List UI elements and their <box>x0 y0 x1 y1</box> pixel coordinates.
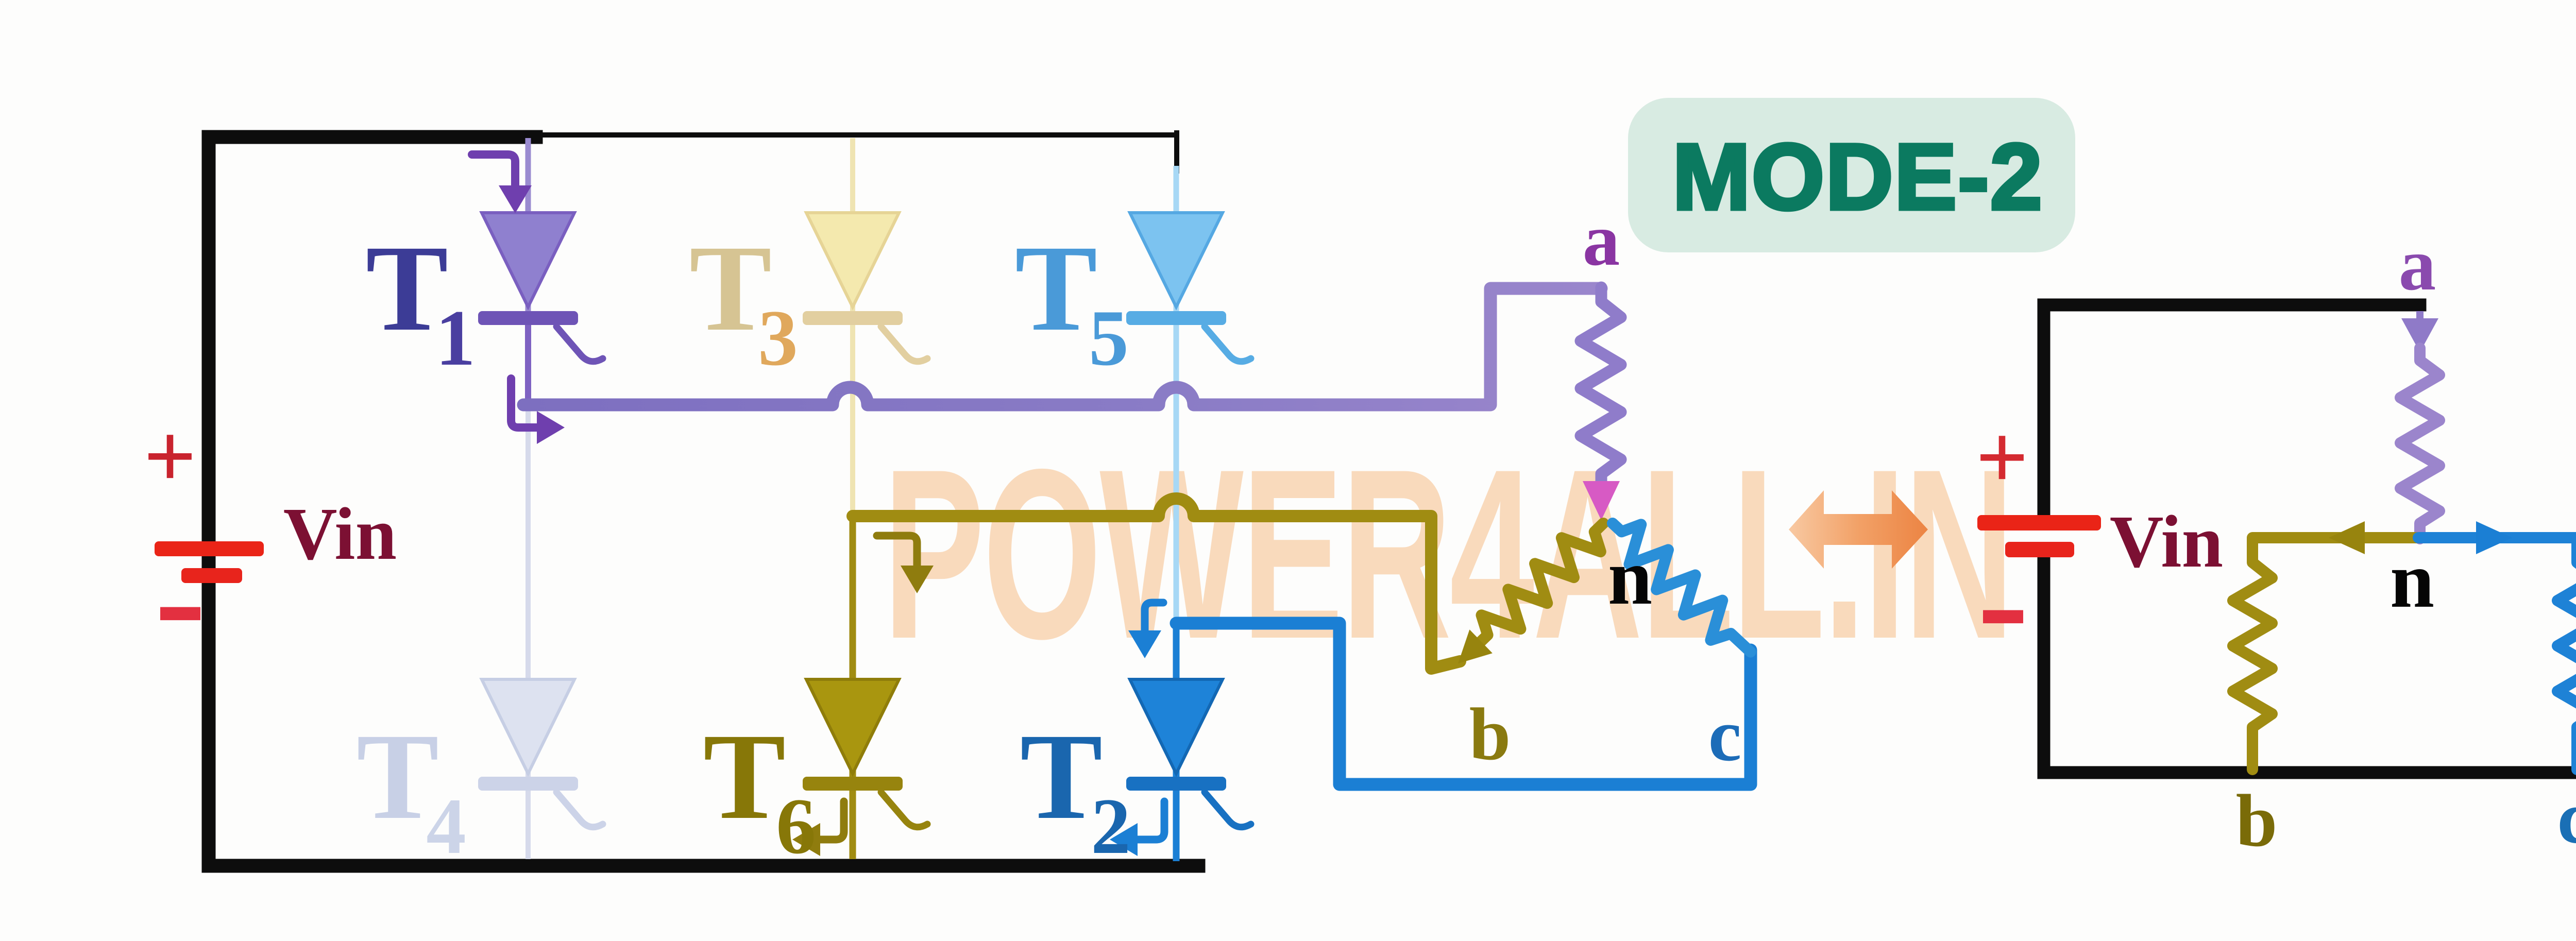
dc-source: + - Vin <box>144 405 397 683</box>
phase-c-wire <box>1170 617 1757 791</box>
battery-plate-long <box>155 541 264 556</box>
t2-label-base: T <box>1020 708 1103 845</box>
t6-label-sub: 6 <box>776 782 816 870</box>
thyristor-t5-symbol <box>1126 211 1255 365</box>
mode-badge: MODE-2 <box>1628 98 2075 252</box>
mode-badge-label: MODE-2 <box>1672 124 2043 229</box>
t5-label: T 5 <box>1015 219 1129 382</box>
t1-gate-pulse-arrow-icon <box>468 150 532 213</box>
t3-label: T 3 <box>689 219 798 382</box>
current-arrow-a-icon <box>1583 481 1620 520</box>
node-n-label: n <box>1608 533 1652 621</box>
equiv-current-arrow-a-icon <box>2401 318 2438 352</box>
dc-rail-frame <box>201 130 1206 873</box>
t5-label-base: T <box>1015 219 1097 356</box>
t3-label-sub: 3 <box>758 294 798 382</box>
t5-gate-hook-icon <box>1201 323 1255 365</box>
source-minus-label: - <box>155 512 206 683</box>
t6-label: T 6 <box>703 708 816 870</box>
load-resistor-c <box>1607 518 1756 658</box>
equiv-dc-source: + - Vin <box>1976 406 2223 687</box>
source-vin-label: Vin <box>283 493 397 575</box>
t3-gate-hook-icon <box>877 323 931 365</box>
t6-label-base: T <box>703 708 786 845</box>
source-plus-label: + <box>144 405 197 507</box>
t4-label-base: T <box>357 708 439 845</box>
t5-label-sub: 5 <box>1089 294 1129 382</box>
t1-label-sub: 1 <box>435 294 476 382</box>
current-arrow-b-icon <box>1458 629 1493 664</box>
equiv-current-arrow-c-icon <box>2476 521 2512 554</box>
t2-label-sub: 2 <box>1091 782 1131 870</box>
equivalence-double-arrow-icon <box>1789 490 1928 569</box>
equiv-node-a-label: a <box>2399 224 2436 306</box>
equiv-rail-top <box>2037 298 2427 524</box>
t6-current-arrow-icon <box>873 532 934 593</box>
equiv-current-arrow-b-icon <box>2329 521 2365 554</box>
t4-label: T 4 <box>357 708 466 870</box>
t4-label-sub: 4 <box>426 782 466 870</box>
node-a-label: a <box>1583 199 1620 281</box>
t6-gate-pulse-arrow-icon <box>792 797 848 856</box>
thyristor-t4-symbol <box>478 678 606 831</box>
thyristor-t6-symbol <box>803 678 931 831</box>
equiv-node-n-label: n <box>2390 536 2434 624</box>
t1-gate-hook-icon <box>553 323 606 365</box>
node-c-label: c <box>1708 694 1741 777</box>
equiv-node-b-label: b <box>2236 780 2278 862</box>
t2-current-arrow-icon <box>1128 598 1167 658</box>
t2-gate-hook-icon <box>1201 789 1255 831</box>
phase-a-bus <box>517 282 1608 412</box>
t1-label: T 1 <box>366 219 476 382</box>
equiv-battery-plate-long <box>1977 515 2101 531</box>
t1-current-arrow-icon <box>507 374 565 444</box>
equiv-resistor-c <box>2413 521 2576 775</box>
t2-label: T 2 <box>1020 708 1131 870</box>
equiv-rail-bottom <box>2037 549 2576 779</box>
watermark-text: POWER4ALL.IN <box>883 419 2012 689</box>
equivalent-circuit: + - Vin a n b c 2Vin/3 Vin/3 <box>1976 224 2576 862</box>
node-b-label: b <box>1469 693 1511 776</box>
equiv-resistor-a <box>2395 311 2445 544</box>
equiv-node-c-label: c <box>2557 777 2576 859</box>
equiv-battery-plate-short <box>2005 542 2074 557</box>
mode-badge-background <box>1628 98 2075 252</box>
equiv-minus-label: - <box>1977 516 2029 687</box>
phase-b-bus <box>846 492 1466 675</box>
equiv-plus-label: + <box>1976 406 2029 508</box>
t6-gate-hook-icon <box>877 789 931 831</box>
t3-label-base: T <box>689 219 772 356</box>
load-resistor-a <box>1574 281 1627 520</box>
thyristor-t2-symbol <box>1126 678 1255 831</box>
equiv-vin-label: Vin <box>2110 501 2223 583</box>
thyristor-t3-symbol <box>803 211 931 365</box>
battery-plate-short <box>181 568 242 583</box>
thyristor-t1-symbol <box>478 211 606 365</box>
t1-label-base: T <box>366 219 448 356</box>
t4-gate-hook-icon <box>553 789 606 831</box>
t2-gate-pulse-arrow-icon <box>1110 797 1168 856</box>
load-resistor-b <box>1458 518 1609 664</box>
inverter-circuit: + - Vin <box>144 130 1757 873</box>
equiv-resistor-b <box>2227 521 2423 775</box>
